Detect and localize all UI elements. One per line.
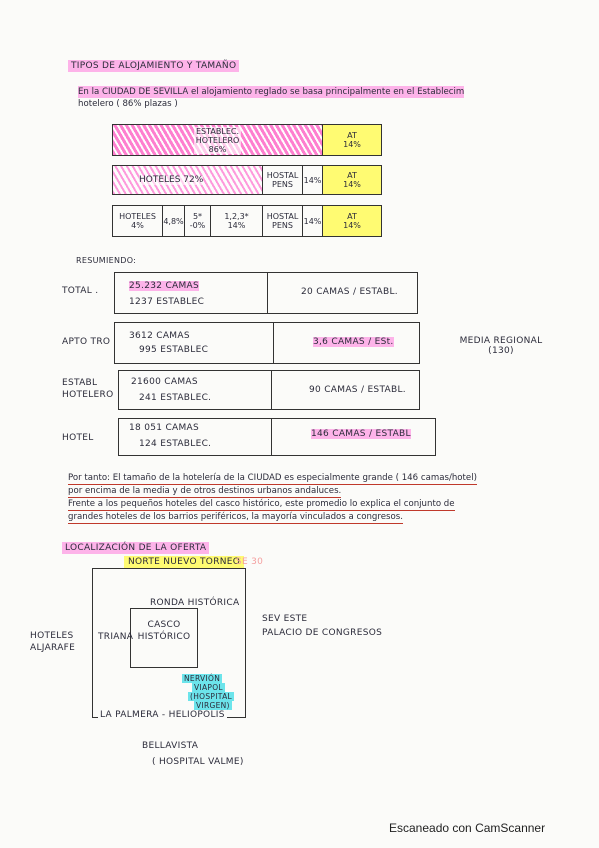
bar2-segment-hostal-value: 14%: [303, 166, 323, 194]
map-label-aljarafe: HOTELES ALJARAFE: [30, 630, 75, 654]
bar3-123star-line2: 14%: [227, 221, 246, 230]
summary-row-apto-label: APTO TRO: [62, 337, 111, 347]
bar3-segment-5star: 5* -0%: [185, 206, 211, 236]
summary-total-ratio: 20 CAMAS / ESTABL.: [301, 287, 398, 297]
bar3-hoteles-line2: 4%: [131, 221, 144, 230]
section-heading-tipos: TIPOS DE ALOJAMIENTO Y TAMAÑO: [68, 60, 240, 72]
bar2-segment-hoteles: HOTELES 72%: [113, 166, 263, 194]
bar1-at-label: AT: [347, 131, 357, 140]
media-regional-value: (130): [488, 346, 514, 356]
map-label-norte: NORTE NUEVO TORNEO: [124, 556, 245, 568]
bar1-label-line3: 86%: [208, 144, 227, 154]
map-label-hospital-valme: ( HOSPITAL VALME): [152, 757, 244, 767]
bar2-at-label: AT: [347, 171, 357, 180]
map-nervion-line2: VIAPOL: [192, 683, 225, 692]
bar3-123star-line1: 1,2,3*: [224, 212, 249, 221]
map-casco-historico-box: CASCO HISTÓRICO: [130, 608, 198, 668]
intro-line-1: En la CIUDAD DE SEVILLA el alojamiento r…: [78, 86, 465, 98]
bar3-hostal-line1: HOSTAL: [266, 212, 299, 221]
bar-hoteles-hostal-at: HOTELES 72% HOSTAL PENS 14% AT 14%: [112, 165, 382, 195]
bar1-segment-at: AT 14%: [323, 125, 381, 155]
summary-row-hotelero-label: ESTABL HOTELERO: [62, 377, 113, 401]
summary-hotelero-label-line1: ESTABL: [62, 378, 98, 388]
summary-hotelero-camas: 21600 CAMAS: [131, 377, 198, 387]
bar3-at-label: AT: [347, 212, 357, 221]
bar2-hostal-value: 14%: [303, 175, 322, 185]
summary-hotelero-ratio: 90 CAMAS / ESTABL.: [309, 385, 406, 395]
bar1-label-line1: ESTABLEC.: [196, 126, 239, 136]
bar3-segment-hostal-value: 14%: [303, 206, 323, 236]
map-label-palmera: LA PALMERA - HELIOPOLIS: [98, 710, 227, 720]
map-nervion-line1: NERVIÓN: [182, 674, 223, 683]
map-aljarafe-line2: ALJARAFE: [30, 643, 76, 653]
bar-hoteles-categorias: HOTELES 4% 4,8% 5* -0% 1,2,3* 14% HOSTAL…: [112, 205, 382, 237]
summary-row-total-label: TOTAL .: [62, 286, 99, 296]
bar3-segment-hoteles: HOTELES 4%: [113, 206, 163, 236]
scanner-watermark: Escaneado con CamScanner: [389, 821, 546, 835]
bar3-5star-line2: -0%: [189, 221, 206, 230]
summary-apto-camas: 3612 CAMAS: [129, 331, 190, 341]
bar3-at-value: 14%: [343, 221, 361, 230]
bar2-hoteles-label: HOTELES 72%: [139, 174, 204, 185]
intro-paragraph: En la CIUDAD DE SEVILLA el alojamiento r…: [78, 86, 578, 110]
summary-row-hotelero-box: 21600 CAMAS 241 ESTABLEC. 90 CAMAS / EST…: [118, 370, 420, 410]
media-regional-note: MEDIA REGIONAL (130): [456, 336, 546, 356]
bar2-hostal-line2: PENS: [272, 180, 293, 189]
map-label-sev-este: SEV ESTE: [262, 614, 308, 624]
summary-row-apto-box: 3612 CAMAS 995 ESTABLEC 3,6 CAMAS / ESt.: [114, 322, 420, 364]
map-casco-line2: HISTÓRICO: [137, 632, 191, 642]
bar2-segment-hostal: HOSTAL PENS: [263, 166, 303, 194]
bar1-label-line2: HOTELERO: [195, 135, 240, 145]
map-label-palacio: PALACIO DE CONGRESOS: [262, 628, 383, 638]
bar3-hoteles-line1: HOTELES: [119, 212, 156, 221]
conclusion-line-2: por encima de la media y de otros destin…: [68, 486, 342, 498]
bar3-hostal-value: 14%: [303, 216, 322, 226]
bar2-hostal-line1: HOSTAL: [266, 171, 299, 180]
media-regional-label: MEDIA REGIONAL: [459, 336, 543, 346]
summary-heading: RESUMIENDO:: [76, 256, 137, 265]
summary-hotel-ratio: 146 CAMAS / ESTABL: [311, 429, 411, 439]
summary-apto-ratio: 3,6 CAMAS / ESt.: [313, 337, 394, 347]
bar3-segment-123star: 1,2,3* 14%: [211, 206, 263, 236]
bar1-at-value: 14%: [343, 140, 361, 149]
map-casco-line1: CASCO: [147, 620, 181, 630]
bar3-hoteles-value: 4,8%: [163, 216, 184, 226]
summary-hotel-establec: 124 ESTABLEC.: [139, 439, 212, 449]
map-nervion-line3: (HOSPITAL: [188, 692, 234, 701]
map-label-nervion: NERVIÓN VIAPOL (HOSPITAL VIRGEN): [182, 674, 234, 710]
summary-row-hotel-label: HOTEL: [62, 433, 94, 443]
bar2-segment-at: AT 14%: [323, 166, 381, 194]
conclusion-line-4: grandes hoteles de los barrios periféric…: [68, 512, 403, 524]
conclusion-paragraph: Por tanto: El tamaño de la hotelería de …: [68, 472, 588, 524]
bar3-segment-hostal: HOSTAL PENS: [263, 206, 303, 236]
summary-hotel-camas: 18 051 CAMAS: [129, 423, 200, 433]
bar-establecimiento-at: ESTABLEC. HOTELERO 86% AT 14%: [112, 124, 382, 156]
map-casco-label: CASCO HISTÓRICO: [131, 619, 197, 643]
bar3-segment-at: AT 14%: [323, 206, 381, 236]
map-nervion-line4: VIRGEN): [194, 701, 232, 710]
summary-hotelero-establec: 241 ESTABLEC.: [139, 393, 212, 403]
summary-total-camas: 25.232 CAMAS: [129, 281, 200, 291]
summary-row-total-box: 25.232 CAMAS 1237 ESTABLEC 20 CAMAS / ES…: [114, 272, 418, 314]
conclusion-line-3: Frente a los pequeños hoteles del casco …: [68, 499, 455, 511]
map-label-bellavista: BELLAVISTA: [142, 741, 199, 751]
map-label-triana: TRIANA: [98, 632, 134, 642]
summary-apto-establec: 995 ESTABLEC: [139, 345, 209, 355]
map-label-ronda: RONDA HISTÓRICA: [150, 598, 240, 608]
intro-line-2: hotelero ( 86% plazas ): [78, 99, 178, 109]
conclusion-line-1: Por tanto: El tamaño de la hotelería de …: [68, 473, 477, 485]
map-label-se30: SE 30: [236, 557, 264, 567]
summary-total-establec: 1237 ESTABLEC: [129, 297, 205, 307]
map-aljarafe-line1: HOTELES: [30, 631, 74, 641]
bar3-5star-line1: 5*: [192, 212, 203, 221]
bar2-at-value: 14%: [343, 180, 361, 189]
bar3-hostal-line2: PENS: [272, 221, 293, 230]
section-heading-localizacion: LOCALIZACIÓN DE LA OFERTA: [62, 542, 210, 554]
bar3-segment-hoteles-value: 4,8%: [163, 206, 185, 236]
summary-row-hotel-box: 18 051 CAMAS 124 ESTABLEC. 146 CAMAS / E…: [118, 418, 436, 456]
bar1-segment-establec: ESTABLEC. HOTELERO 86%: [113, 125, 323, 155]
summary-hotelero-label-line2: HOTELERO: [62, 390, 114, 400]
